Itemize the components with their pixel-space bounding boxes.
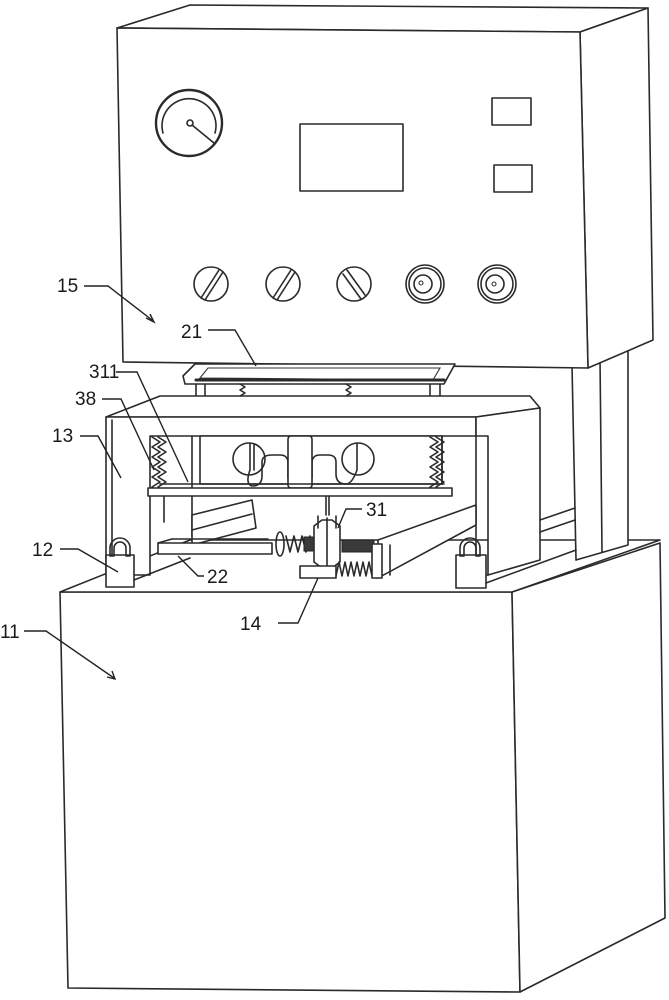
- side-spring-left: [151, 436, 167, 493]
- indicator-light-1: [491, 97, 532, 126]
- base-cabinet: [59, 539, 666, 993]
- svg-text:11: 11: [0, 622, 20, 643]
- svg-text:38: 38: [75, 389, 96, 410]
- mounting-block-left: [105, 537, 135, 588]
- svg-text:22: 22: [207, 567, 228, 588]
- callout-13: 13: [52, 426, 122, 479]
- display-screen: [299, 123, 404, 192]
- gear-assembly: [275, 515, 375, 569]
- slide-plate: [157, 538, 273, 555]
- svg-text:12: 12: [32, 540, 53, 561]
- callout-15: 21: [181, 322, 257, 367]
- slotted-knob-1[interactable]: [193, 266, 229, 302]
- callout-12: 12: [32, 540, 119, 573]
- rear-column: [571, 349, 629, 561]
- callout-21: 38: [75, 389, 155, 471]
- guide-rail: [191, 499, 576, 579]
- svg-text:21: 21: [181, 322, 202, 343]
- svg-text:31: 31: [366, 500, 387, 521]
- control-box: [116, 4, 654, 369]
- push-button-1[interactable]: [405, 264, 445, 304]
- slotted-knob-2[interactable]: [265, 266, 301, 302]
- svg-text:311: 311: [89, 362, 119, 383]
- callout-11: 11: [0, 622, 117, 681]
- indicator-light-2: [493, 164, 533, 193]
- push-button-2[interactable]: [477, 264, 517, 304]
- gantry-frame: [105, 395, 541, 576]
- callout-31: 22: [177, 555, 228, 588]
- slotted-knob-3[interactable]: [336, 266, 372, 302]
- support-plate: [147, 483, 453, 523]
- pressure-gauge-icon: [154, 88, 224, 158]
- callout-14: 15: [57, 276, 156, 324]
- callout-22: 311: [89, 362, 189, 483]
- svg-text:14: 14: [240, 614, 262, 635]
- svg-text:13: 13: [52, 426, 73, 447]
- rack: [299, 543, 383, 579]
- heating-element: [232, 435, 375, 489]
- svg-text:15: 15: [57, 276, 78, 297]
- mounting-block-right: [455, 537, 487, 589]
- callout-311: 14: [240, 577, 319, 635]
- callout-38: 31: [337, 500, 387, 529]
- side-spring-right: [429, 436, 445, 493]
